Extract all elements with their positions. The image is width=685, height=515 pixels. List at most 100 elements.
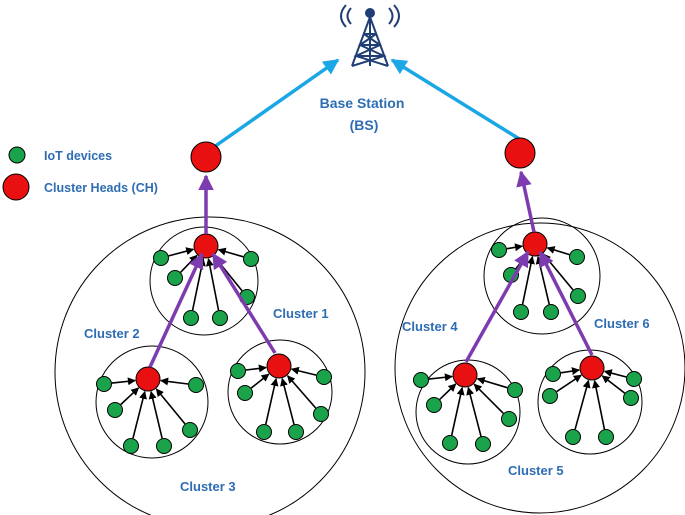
cluster-4-member-arrow <box>506 243 523 252</box>
cluster-1-iot-node <box>153 250 169 266</box>
cluster-2-head <box>135 366 161 392</box>
cluster-2-iot-node <box>123 438 139 454</box>
link-cluster5-head-to-cluster4 <box>464 250 530 363</box>
link-right-ch-to-bs <box>390 58 522 142</box>
cluster-3-label: Cluster 3 <box>180 479 236 494</box>
cluster-5-iot-node <box>475 436 491 452</box>
cluster-3-iot-node <box>237 385 253 401</box>
cluster-6-iot-node <box>626 371 642 387</box>
cluster-1-iot-node <box>243 251 259 267</box>
right-region-circle <box>394 222 685 514</box>
cluster-3-member-arrow <box>245 364 267 373</box>
cluster-5-head <box>452 362 478 388</box>
cluster-3-member-arrow <box>290 366 317 376</box>
cluster-6-iot-node <box>542 388 558 404</box>
cluster-5-iot-node <box>501 411 517 427</box>
cluster-2-iot-node <box>156 438 172 454</box>
cluster-4-member-arrow <box>521 255 535 305</box>
cluster-6-head <box>579 355 605 381</box>
cluster-3-member-arrow <box>250 373 270 389</box>
cluster-5-member-arrow <box>473 383 504 414</box>
cluster-2-iot-node <box>188 377 204 393</box>
cluster-6-member-arrow <box>603 369 627 378</box>
cluster-2-member-arrow <box>111 377 136 386</box>
link-cluster4-head-to-top <box>516 170 536 233</box>
cluster-2-member-arrow <box>160 377 189 386</box>
cluster-4-iot-node <box>543 304 559 320</box>
cluster-5-member-arrow <box>450 386 465 436</box>
cluster-3-member-arrow <box>280 377 295 425</box>
cluster-6-member-arrow <box>574 379 591 430</box>
cluster-2-iot-node <box>107 402 123 418</box>
cluster-4-label: Cluster 4 <box>402 319 458 334</box>
cluster-6-member-arrow <box>592 379 606 430</box>
radio-tower-icon <box>340 4 400 67</box>
cluster-3-iot-node <box>230 363 246 379</box>
cluster-2-member-arrow <box>148 390 163 439</box>
cluster-2-label: Cluster 2 <box>84 326 140 341</box>
cluster-5-member-arrow <box>466 386 482 437</box>
cluster-6-iot-node <box>565 429 581 445</box>
left-top-cluster-head <box>190 141 222 173</box>
cluster-5-iot-node <box>507 382 523 398</box>
cluster-5-iot-node <box>413 372 429 388</box>
cluster-1-label: Cluster 1 <box>273 306 329 321</box>
cluster-2-iot-node <box>182 422 198 438</box>
cluster-2-iot-node <box>96 376 112 392</box>
base-station-abbrev: (BS) <box>350 117 379 133</box>
cluster-6-member-arrow <box>556 374 582 393</box>
cluster-6-member-arrow <box>601 375 626 394</box>
cluster-5-iot-node <box>426 397 442 413</box>
cluster-1-member-arrow <box>217 247 244 258</box>
cluster-6-label: Cluster 6 <box>594 316 650 331</box>
cluster-2-boundary <box>95 345 209 459</box>
cluster-1-iot-node <box>167 270 183 286</box>
left-region-circle <box>54 216 366 515</box>
cluster-1-boundary <box>149 226 259 336</box>
cluster-1-member-arrow <box>168 247 195 257</box>
link-cluster2-head-to-cluster1 <box>148 252 204 368</box>
cluster-3-iot-node <box>313 406 329 422</box>
cluster-3-head <box>266 353 292 379</box>
cluster-3-boundary <box>227 339 333 445</box>
link-cluster6-head-to-cluster4 <box>538 250 594 356</box>
clusters-layer <box>95 217 643 465</box>
cluster-6-iot-node <box>545 366 561 382</box>
cluster-3-iot-node <box>256 424 272 440</box>
cluster-5-member-arrow <box>439 383 457 400</box>
cluster-2-member-arrow <box>132 390 147 439</box>
cluster-3-iot-node <box>316 369 332 385</box>
cluster-5-label: Cluster 5 <box>508 463 564 478</box>
cluster-4-member-arrow <box>546 246 570 256</box>
cluster-4-head <box>522 231 548 257</box>
cluster-4-iot-node <box>513 304 529 320</box>
base-station-label: Base Station <box>320 95 405 111</box>
link-left-ch-to-bs <box>212 58 340 149</box>
cluster-1-member-arrow <box>205 258 220 311</box>
cluster-3-member-arrow <box>265 377 279 425</box>
legend-iot-label: IoT devices <box>44 149 112 163</box>
cluster-6-member-arrow <box>560 367 580 376</box>
cluster-3-member-arrow <box>286 375 317 409</box>
right-top-cluster-head <box>504 137 536 169</box>
purple-links <box>148 170 594 368</box>
cluster-2-member-arrow <box>120 387 140 406</box>
cluster-1-iot-node <box>183 310 199 326</box>
cluster-5-member-arrow <box>428 373 453 382</box>
cluster-6-iot-node <box>598 429 614 445</box>
link-cluster3-head-to-cluster1 <box>211 252 277 354</box>
cluster-2-member-arrow <box>155 388 186 425</box>
cluster-6-iot-node <box>623 390 639 406</box>
legend-ch-label: Cluster Heads (CH) <box>44 181 158 195</box>
cluster-5-iot-node <box>442 435 458 451</box>
legend-cluster-head <box>2 173 30 201</box>
cluster-3-iot-node <box>288 424 304 440</box>
cluster-4-boundary <box>483 217 601 335</box>
cluster-4-iot-node <box>491 242 507 258</box>
cluster-5-member-arrow <box>476 376 508 389</box>
legend-iot-node <box>8 146 26 164</box>
cluster-4-iot-node <box>569 249 585 265</box>
cluster-4-iot-node <box>570 288 586 304</box>
cluster-1-iot-node <box>212 310 228 326</box>
